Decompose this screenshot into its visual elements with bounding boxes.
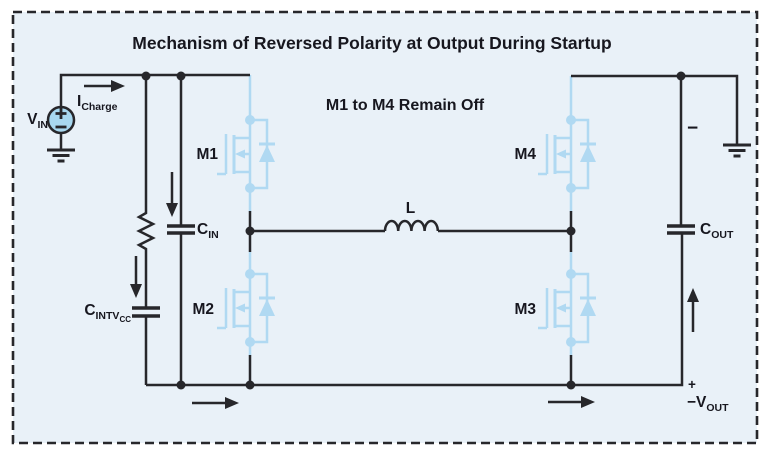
vin-source <box>46 105 76 150</box>
junction-dots <box>141 71 686 390</box>
mosfet-m4 <box>538 115 596 193</box>
capacitor-cin <box>167 224 195 235</box>
capacitor-cintvcc <box>132 306 160 318</box>
bottom-right-current-arrow <box>548 396 595 408</box>
vin-label: VIN <box>27 111 48 132</box>
m2-label: M2 <box>192 301 214 318</box>
diagram-title: Mechanism of Reversed Polarity at Output… <box>132 33 612 53</box>
cin-label: CIN <box>197 221 219 242</box>
cout-label: COUT <box>700 221 734 242</box>
icharge-label: ICharge <box>77 93 118 114</box>
m3-label: M3 <box>514 301 536 318</box>
off-branch-wires <box>248 75 573 356</box>
mosfet-m3 <box>538 269 596 347</box>
m1-label: M1 <box>196 146 218 163</box>
output-current-arrow <box>687 288 699 332</box>
cin-charge-arrow <box>166 172 178 217</box>
plus-sign <box>55 108 67 119</box>
remain-off-note: M1 to M4 Remain Off <box>325 97 485 114</box>
output-minus-label: − <box>687 118 699 139</box>
mosfet-m1 <box>217 115 275 193</box>
intvcc-charge-arrow <box>130 256 142 298</box>
m4-label: M4 <box>514 146 536 163</box>
cintvcc-label: CINTVCC <box>84 302 131 325</box>
output-plus-label: + <box>688 377 696 392</box>
ground-right-icon <box>723 143 751 158</box>
ground-left-icon <box>47 148 75 163</box>
inductor <box>383 219 440 232</box>
bottom-left-current-arrow <box>192 397 239 409</box>
input-current-arrow <box>84 80 125 92</box>
vout-label: −VOUT <box>687 394 729 415</box>
resistor <box>136 76 156 308</box>
mosfet-m2 <box>217 269 275 347</box>
inductor-label: L <box>405 200 416 217</box>
capacitor-cout <box>667 224 695 235</box>
